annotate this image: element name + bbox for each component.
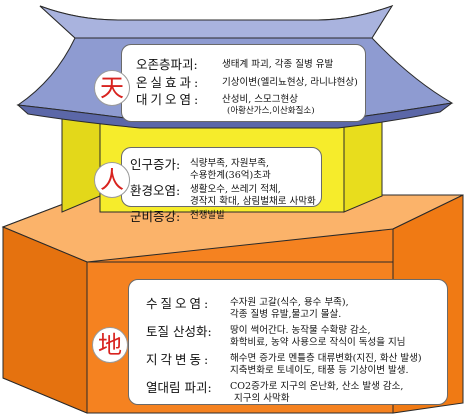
earth-item-desc: 땅이 썩어간다. 농작물 수확량 감소, (230, 325, 371, 336)
human-item-label: 환경오염: (130, 183, 181, 198)
earth-item-desc-sub: 지축변화로 토네이도, 태풍 등 기상이변 발생. (230, 365, 409, 376)
earth-item-desc-sub: 각종 질병 유발,물고기 몰살. (230, 309, 342, 320)
earth-item-desc-sub: 지구의 사막화 (234, 393, 290, 404)
heaven-panel (121, 44, 366, 122)
earth-item-desc-sub: 화학비료, 농약 사용으로 작식이 독성을 지님 (230, 337, 406, 348)
heaven-item-desc: 기상이변(엘리뇨현상, 라니냐현상) (222, 77, 358, 88)
heaven-item-desc-sub: (아황산가스,이산화질소) (227, 106, 315, 116)
earth-item-label: 수질오염: (146, 296, 212, 311)
human-char: 人 (94, 162, 130, 198)
heaven-item-desc: 생태계 파괴, 각종 질병 유발 (222, 59, 334, 70)
human-item-desc: 생활오수, 쓰레기 적체, (190, 184, 281, 195)
heaven-item-label: 오존층파괴: (136, 57, 198, 72)
heaven-char: 天 (94, 70, 130, 106)
earth-item-desc: 해수면 증가로 멘틀층 대류변화(지진, 화산 발생) (230, 353, 422, 364)
heaven-item-label: 온실효과: (136, 75, 202, 90)
earth-item-label: 토질 산성화: (146, 324, 212, 339)
heaven-item-desc: 산성비, 스모그현상 (222, 94, 298, 105)
earth-panel (128, 279, 448, 405)
human-item-desc-sub: 수용한계(36억)초과 (190, 170, 271, 181)
earth-item-desc: CO2증가로 지구의 온난화, 산소 발생 감소, (230, 381, 404, 392)
human-item-desc-sub: 경작지 확대, 삼림벌채로 사막화 (190, 196, 316, 207)
human-item-label: 군비증강: (130, 209, 181, 224)
earth-item-label: 열대림 파괴: (146, 380, 212, 395)
earth-item-label: 지각변동: (146, 352, 212, 367)
human-item-label: 인구증가: (130, 157, 181, 172)
earth-char: 地 (92, 327, 128, 363)
human-panel (121, 147, 322, 207)
earth-item-desc: 수자원 고갈(식수, 용수 부족), (230, 297, 349, 308)
human-item-desc: 식량부족, 자원부족, (190, 158, 269, 169)
heaven-item-label: 대기오염: (136, 92, 202, 107)
human-item-desc: 전쟁발발 (190, 210, 225, 221)
